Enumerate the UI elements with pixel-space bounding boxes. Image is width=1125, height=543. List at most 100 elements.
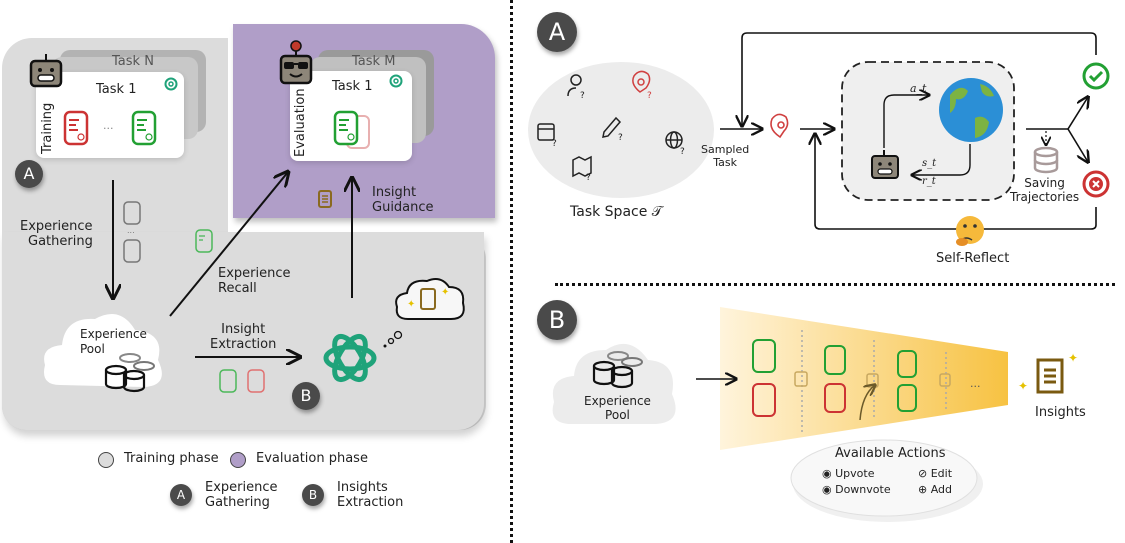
svg-text:✦: ✦ [407, 299, 415, 310]
trajectory-success-icon [752, 339, 917, 412]
state-reward-arrow [912, 144, 971, 175]
openai-logo-icon [389, 74, 403, 88]
legend-badge-b: B [302, 484, 324, 506]
database-stack-icon [104, 353, 155, 393]
legend-badge-a: A [170, 484, 192, 506]
self-reflect-line-right [983, 207, 1097, 230]
experience-pool-label: Experience Pool [584, 394, 651, 422]
insights-label: Insights [1035, 405, 1086, 420]
database-icon [1033, 146, 1059, 174]
legend-evaluation-label: Evaluation phase [256, 451, 368, 466]
panel-b-badge: B [537, 300, 577, 340]
experience-pool-cloud [552, 343, 676, 424]
recalled-trajectory-icon [195, 229, 213, 253]
badge-b: B [292, 382, 320, 410]
action-label: a_t [910, 82, 927, 95]
action-arrow [883, 95, 929, 148]
success-branch [1067, 97, 1088, 130]
svg-text:?: ? [618, 133, 623, 143]
task-space-label: Task Space 𝒯 [570, 204, 663, 220]
self-reflect-line-left [815, 134, 957, 230]
insight-scroll-icon [318, 190, 332, 208]
experience-recall-arrow [169, 172, 288, 317]
panel-a-badge: A [537, 12, 577, 52]
evaluation-robot-icon [279, 40, 313, 85]
experience-pool-cloud [44, 313, 162, 387]
svg-text:?: ? [680, 147, 685, 157]
sparkle-icon: ✦ [1018, 379, 1028, 393]
failure-x-icon [1082, 170, 1110, 198]
legend-a-label: Experience Gathering [205, 480, 278, 510]
ellipsis: ··· [103, 122, 114, 135]
saving-trajectories-label: Saving Trajectories [1010, 176, 1080, 204]
svg-text:...: ... [127, 226, 135, 235]
experience-pool-label: Experience Pool [80, 327, 147, 356]
trajectory-failure-icon [752, 383, 846, 417]
agent-robot-icon [871, 150, 899, 179]
extracted-trajectories-icon [219, 369, 265, 393]
task-m-title: Task M [352, 54, 396, 69]
training-task-card[interactable]: Task 1 Training [36, 72, 184, 158]
available-actions-bubble [790, 439, 978, 517]
task-card-title: Task 1 [96, 82, 137, 97]
left-arrows [0, 0, 500, 440]
earth-continents [950, 84, 994, 138]
task-space-icons: ? ? ? ? ? ? [537, 70, 685, 183]
successful-trajectory-icon [131, 110, 157, 146]
globe-question-icon: ? [665, 131, 685, 157]
eval-card-title: Task 1 [332, 79, 373, 94]
funnel-ellipsis: ··· [970, 380, 981, 393]
llm-openai-logo-icon [323, 334, 377, 382]
legend-b-label: Insights Extraction [337, 480, 404, 510]
insight-refinement-funnel [720, 307, 1008, 450]
sampled-task-label: Sampled Task [701, 143, 750, 169]
success-check-icon [1082, 62, 1110, 90]
legend-evaluation-dot [230, 452, 246, 468]
pencil-question-icon: ? [602, 116, 623, 143]
failure-branch [1067, 128, 1088, 162]
action-applied-arrow [859, 385, 875, 421]
state-label: s_t [922, 158, 937, 169]
thinking-face-icon [956, 216, 984, 246]
thought-bubbles-icon [383, 330, 403, 348]
reward-label: r_t [922, 176, 936, 187]
task-n-title: Task N [112, 54, 154, 69]
thumbs-up-icon: ◉ [822, 467, 832, 480]
openai-logo-icon [164, 77, 178, 91]
insight-scroll-icon [794, 371, 951, 388]
successful-trajectory-icon [333, 110, 359, 146]
calendar-question-icon: ? [537, 123, 557, 149]
experience-gathering-label: Experience Gathering [20, 219, 93, 249]
user-question-icon: ? [567, 74, 585, 101]
location-question-icon [770, 113, 789, 139]
action-edit[interactable]: ⊘ Edit [918, 467, 953, 480]
svg-text:?: ? [580, 91, 585, 101]
action-add[interactable]: ⊕ Add [918, 483, 953, 496]
badge-a: A [15, 160, 43, 188]
svg-text:?: ? [552, 139, 557, 149]
horizontal-divider [555, 283, 1115, 286]
available-actions-title: Available Actions [835, 446, 946, 461]
thought-cloud-icon: ✦✦ [395, 278, 465, 320]
robot-icon [29, 54, 63, 88]
gathered-trajectories-icon: ... [123, 201, 141, 263]
failed-trajectory-icon [63, 110, 89, 146]
map-question-icon: ? [572, 155, 592, 183]
success-feedback-loop [742, 32, 1097, 126]
database-stack-icon [592, 351, 643, 389]
legend-training-label: Training phase [124, 451, 219, 466]
panel-a-flow [720, 32, 1110, 246]
add-icon: ⊕ [918, 483, 928, 496]
svg-text:?: ? [586, 173, 591, 183]
sparkle-icon: ✦ [1068, 351, 1078, 365]
experience-recall-label: Experience Recall [218, 266, 291, 296]
insight-guidance-label: Insight Guidance [372, 185, 434, 215]
action-upvote[interactable]: ◉ Upvote [822, 467, 875, 480]
insights-scroll-icon [1036, 358, 1064, 394]
action-downvote[interactable]: ◉ Downvote [822, 483, 891, 496]
svg-text:✦: ✦ [441, 287, 449, 298]
insight-extraction-label: Insight Extraction [210, 322, 277, 352]
task-space-ellipse [528, 62, 714, 198]
edit-icon: ⊘ [918, 467, 928, 480]
